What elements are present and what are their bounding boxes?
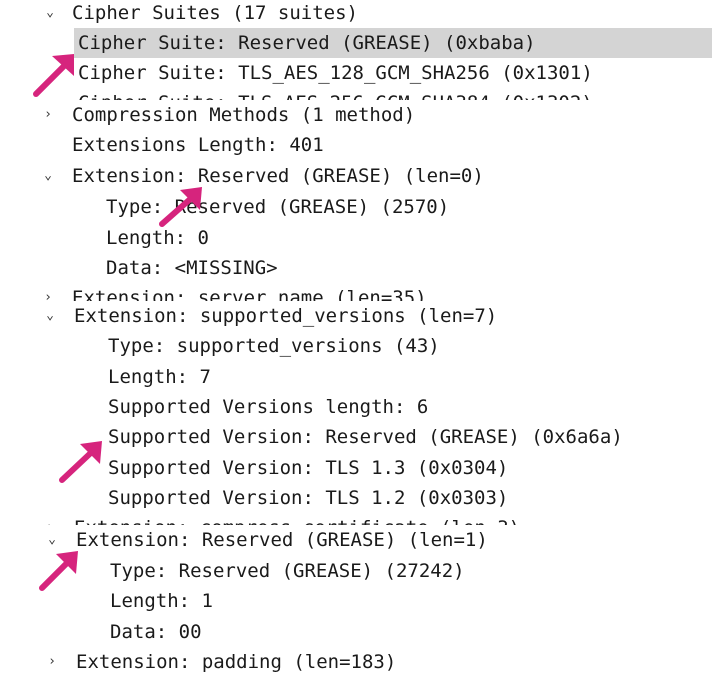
tree-item-length[interactable]: Length: 7 (108, 366, 211, 388)
tree-item-padding[interactable]: Extension: padding (len=183) (76, 651, 397, 673)
tree-item-cipher-suite-aes128[interactable]: Cipher Suite: TLS_AES_128_GCM_SHA256 (0x… (78, 62, 593, 84)
tree-item-extension-grease-len1[interactable]: Extension: Reserved (GREASE) (len=1) (76, 529, 488, 551)
chevron-down-icon[interactable]: ⌄ (48, 532, 56, 547)
chevron-right-icon[interactable]: › (44, 290, 52, 301)
extensions-section-3: ⌄ Extension: Reserved (GREASE) (len=1) T… (0, 525, 712, 693)
tree-item-length[interactable]: Length: 0 (106, 227, 209, 249)
tree-item-compression-methods[interactable]: Compression Methods (1 method) (72, 104, 416, 126)
tree-item-length[interactable]: Length: 1 (110, 590, 213, 612)
extensions-section-1: › Compression Methods (1 method) Extensi… (0, 100, 712, 301)
arrow-icon (30, 50, 80, 100)
tree-item-server-name[interactable]: Extension: server_name (len=35) (72, 287, 427, 301)
tree-item-cipher-suites[interactable]: Cipher Suites (17 suites) (72, 2, 358, 24)
arrow-icon (56, 436, 108, 486)
tree-item-supported-versions[interactable]: Extension: supported_versions (len=7) (74, 305, 498, 327)
tree-item-extension-grease-len0[interactable]: Extension: Reserved (GREASE) (len=0) (72, 165, 484, 187)
chevron-down-icon[interactable]: ⌄ (44, 168, 52, 183)
arrow-icon (36, 546, 82, 594)
tree-item-extensions-length[interactable]: Extensions Length: 401 (72, 134, 324, 156)
extensions-section-2: ⌄ Extension: supported_versions (len=7) … (0, 301, 712, 529)
chevron-down-icon[interactable]: ⌄ (46, 5, 54, 20)
cipher-suites-section: ⌄ Cipher Suites (17 suites) Cipher Suite… (0, 0, 712, 100)
tree-item-data[interactable]: Data: 00 (110, 621, 202, 643)
chevron-right-icon[interactable]: › (40, 513, 60, 529)
tree-item-supported-version-tls12[interactable]: Supported Version: TLS 1.2 (0x0303) (108, 487, 509, 509)
tree-item-data[interactable]: Data: <MISSING> (106, 257, 278, 279)
tree-item-supported-version-tls13[interactable]: Supported Version: TLS 1.3 (0x0304) (108, 457, 509, 479)
tree-item-type[interactable]: Type: Reserved (GREASE) (27242) (110, 560, 465, 582)
arrow-icon (156, 182, 208, 230)
tree-item-supported-versions-length[interactable]: Supported Versions length: 6 (108, 396, 429, 418)
tree-item-supported-version-grease[interactable]: Supported Version: Reserved (GREASE) (0x… (108, 426, 623, 448)
chevron-right-icon[interactable]: › (48, 654, 56, 669)
tree-item-cipher-suite-grease[interactable]: Cipher Suite: Reserved (GREASE) (0xbaba) (74, 28, 712, 58)
tree-item-cipher-suite-aes256[interactable]: Cipher Suite: TLS_AES_256_GCM_SHA384 (0x… (78, 88, 593, 100)
chevron-down-icon[interactable]: ⌄ (46, 308, 54, 323)
tree-item-type[interactable]: Type: supported_versions (43) (108, 335, 440, 357)
chevron-right-icon[interactable]: › (44, 107, 52, 122)
